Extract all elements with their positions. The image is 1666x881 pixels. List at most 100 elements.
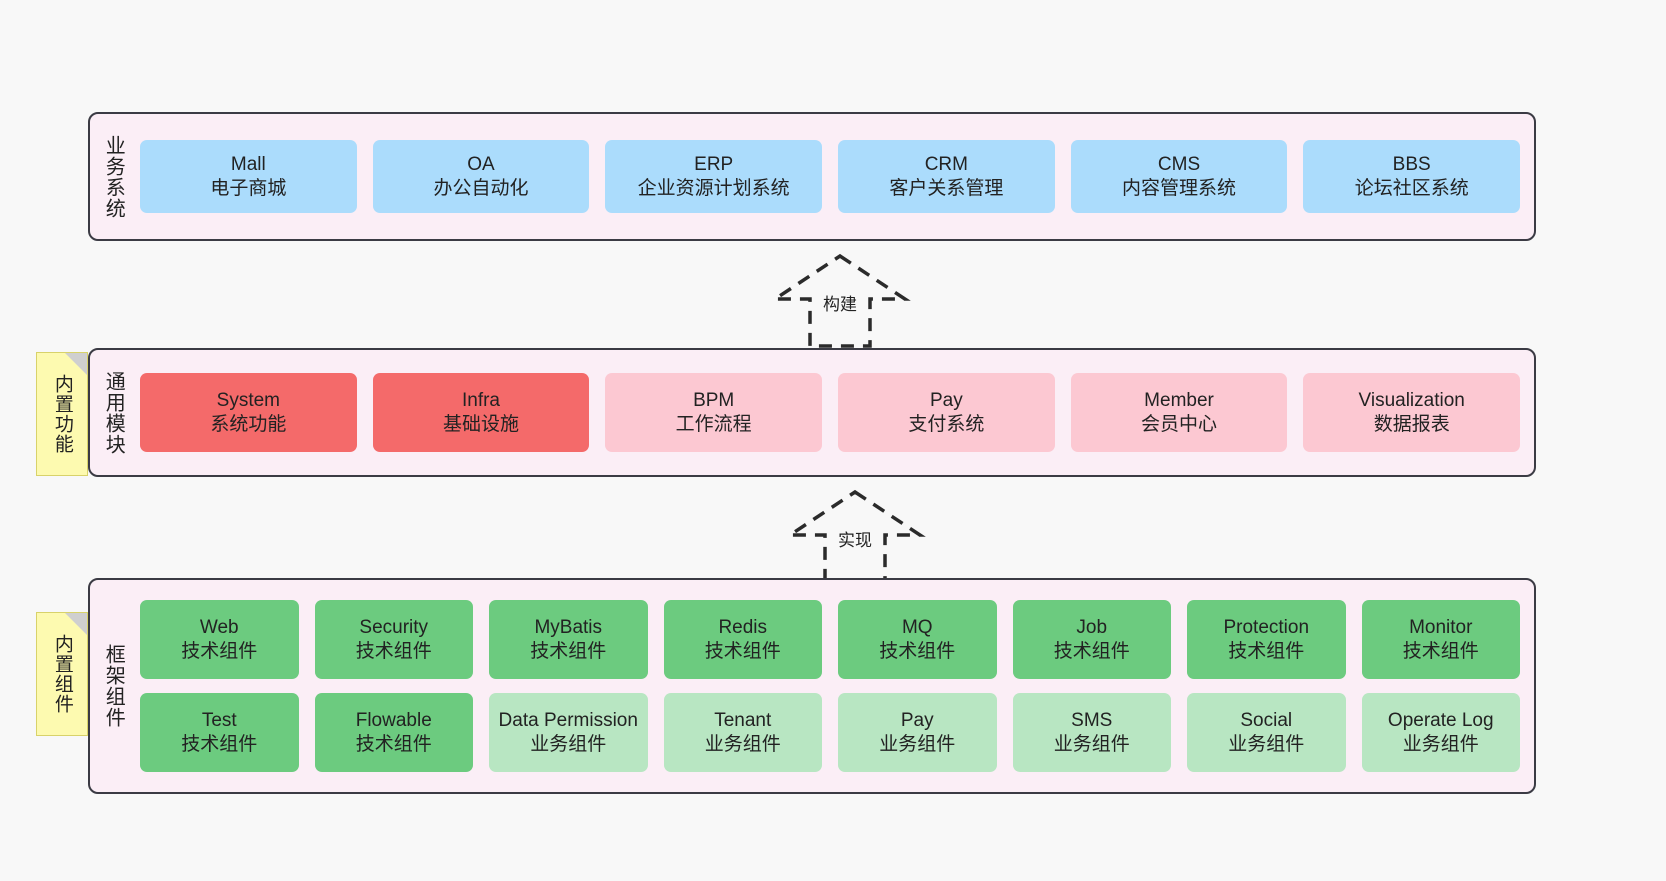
card-title: Pay (900, 709, 934, 731)
card-subtitle: 技术组件 (355, 733, 432, 755)
card-title: Web (199, 616, 239, 638)
card-title: MyBatis (534, 616, 603, 638)
card-subtitle: 技术组件 (530, 640, 607, 662)
card-cms[interactable]: CMS 内容管理系统 (1070, 140, 1288, 213)
card-crm[interactable]: CRM 客户关系管理 (838, 140, 1055, 213)
card-pay[interactable]: Pay 支付系统 (838, 373, 1055, 452)
note-builtin-component-label: 内置组件 (51, 634, 73, 714)
card-title: BPM (693, 389, 735, 411)
layer-framework-component: 框架组件 Web 技术组件 Security 技术组件 MyBatis 技术组件… (88, 578, 1536, 794)
connector-implement: 实现 (770, 488, 940, 584)
card-visualization[interactable]: Visualization 数据报表 (1303, 373, 1521, 452)
card-flowable[interactable]: Flowable 技术组件 (314, 693, 473, 772)
card-subtitle: 技术组件 (181, 733, 258, 755)
card-subtitle: 技术组件 (1228, 640, 1305, 662)
layer-framework-component-title: 框架组件 (102, 644, 125, 728)
card-subtitle: 客户关系管理 (889, 177, 1004, 199)
card-title: OA (467, 153, 495, 175)
card-bbs[interactable]: BBS 论坛社区系统 (1303, 140, 1521, 213)
card-subtitle: 技术组件 (355, 640, 432, 662)
card-title: BBS (1392, 153, 1431, 175)
card-title: Protection (1223, 616, 1310, 638)
note-builtin-function-label: 内置功能 (51, 374, 73, 454)
card-title: Pay (929, 389, 963, 411)
card-title: CMS (1157, 153, 1201, 175)
card-web[interactable]: Web 技术组件 (140, 600, 299, 679)
card-infra[interactable]: Infra 基础设施 (372, 373, 590, 452)
card-subtitle: 技术组件 (1402, 640, 1479, 662)
card-system[interactable]: System 系统功能 (140, 373, 357, 452)
layer-business-system: 业务系统 Mall 电子商城 OA 办公自动化 ERP 企业资源计划系统 CRM… (88, 112, 1536, 241)
layer-common-module: 通用模块 System 系统功能 Infra 基础设施 BPM 工作流程 Pay… (88, 348, 1536, 477)
card-subtitle: 技术组件 (704, 640, 781, 662)
card-test[interactable]: Test 技术组件 (140, 693, 299, 772)
card-title: Infra (461, 389, 501, 411)
card-mall[interactable]: Mall 电子商城 (140, 140, 357, 213)
card-data-permission[interactable]: Data Permission 业务组件 (489, 693, 648, 772)
card-oa[interactable]: OA 办公自动化 (372, 140, 590, 213)
card-title: Data Permission (498, 709, 638, 731)
note-builtin-component: 内置组件 (36, 612, 88, 736)
layer-business-system-body: Mall 电子商城 OA 办公自动化 ERP 企业资源计划系统 CRM 客户关系… (136, 114, 1534, 239)
connector-build-label: 构建 (820, 290, 860, 315)
card-title: Social (1240, 709, 1293, 731)
card-job[interactable]: Job 技术组件 (1012, 600, 1171, 679)
dashed-generalization-arrow-icon (769, 253, 911, 348)
card-monitor[interactable]: Monitor 技术组件 (1361, 600, 1520, 679)
common-card-row: System 系统功能 Infra 基础设施 BPM 工作流程 Pay 支付系统… (140, 373, 1521, 452)
card-bpm[interactable]: BPM 工作流程 (605, 373, 823, 452)
card-title: Security (359, 616, 429, 638)
layer-business-system-title: 业务系统 (102, 134, 125, 219)
card-subtitle: 电子商城 (210, 177, 287, 199)
card-protection[interactable]: Protection 技术组件 (1187, 600, 1346, 679)
card-title: Job (1076, 616, 1108, 638)
card-title: ERP (694, 153, 734, 175)
dashed-generalization-arrow-icon (784, 489, 926, 584)
card-subtitle: 基础设施 (443, 413, 520, 435)
card-title: Visualization (1358, 389, 1465, 411)
card-pay-business[interactable]: Pay 业务组件 (838, 693, 997, 772)
card-member[interactable]: Member 会员中心 (1070, 373, 1288, 452)
framework-tech-row: Web 技术组件 Security 技术组件 MyBatis 技术组件 Redi… (140, 600, 1520, 679)
card-erp[interactable]: ERP 企业资源计划系统 (605, 140, 823, 213)
card-mq[interactable]: MQ 技术组件 (838, 600, 997, 679)
card-subtitle: 业务组件 (704, 733, 781, 755)
card-title: SMS (1071, 709, 1113, 731)
card-title: Member (1144, 389, 1214, 411)
card-subtitle: 系统功能 (210, 413, 287, 435)
card-subtitle: 内容管理系统 (1122, 177, 1237, 199)
card-subtitle: 业务组件 (530, 733, 607, 755)
layer-common-module-title: 通用模块 (102, 370, 125, 455)
card-subtitle: 技术组件 (181, 640, 258, 662)
card-subtitle: 业务组件 (1228, 733, 1305, 755)
card-title: Monitor (1409, 616, 1473, 638)
card-redis[interactable]: Redis 技术组件 (663, 600, 822, 679)
card-title: Operate Log (1387, 709, 1494, 731)
card-subtitle: 办公自动化 (433, 177, 529, 199)
card-mybatis[interactable]: MyBatis 技术组件 (489, 600, 648, 679)
card-title: Tenant (714, 709, 772, 731)
card-title: Redis (718, 616, 768, 638)
card-subtitle: 技术组件 (1053, 640, 1130, 662)
layer-common-module-body: System 系统功能 Infra 基础设施 BPM 工作流程 Pay 支付系统… (136, 350, 1534, 475)
card-security[interactable]: Security 技术组件 (314, 600, 473, 679)
card-subtitle: 业务组件 (1402, 733, 1479, 755)
card-tenant[interactable]: Tenant 业务组件 (663, 693, 822, 772)
card-subtitle: 数据报表 (1373, 413, 1450, 435)
framework-business-row: Test 技术组件 Flowable 技术组件 Data Permission … (140, 693, 1520, 772)
card-subtitle: 支付系统 (908, 413, 985, 435)
connector-build: 构建 (755, 252, 925, 348)
connector-implement-label: 实现 (835, 526, 875, 551)
note-builtin-function: 内置功能 (36, 352, 88, 476)
card-subtitle: 论坛社区系统 (1354, 177, 1469, 199)
card-sms[interactable]: SMS 业务组件 (1012, 693, 1171, 772)
card-title: System (216, 389, 281, 411)
card-social[interactable]: Social 业务组件 (1187, 693, 1346, 772)
card-operate-log[interactable]: Operate Log 业务组件 (1361, 693, 1520, 772)
card-title: Mall (230, 153, 266, 175)
card-subtitle: 工作流程 (675, 413, 752, 435)
card-subtitle: 业务组件 (879, 733, 956, 755)
card-title: CRM (924, 153, 968, 175)
card-title: Flowable (355, 709, 432, 731)
